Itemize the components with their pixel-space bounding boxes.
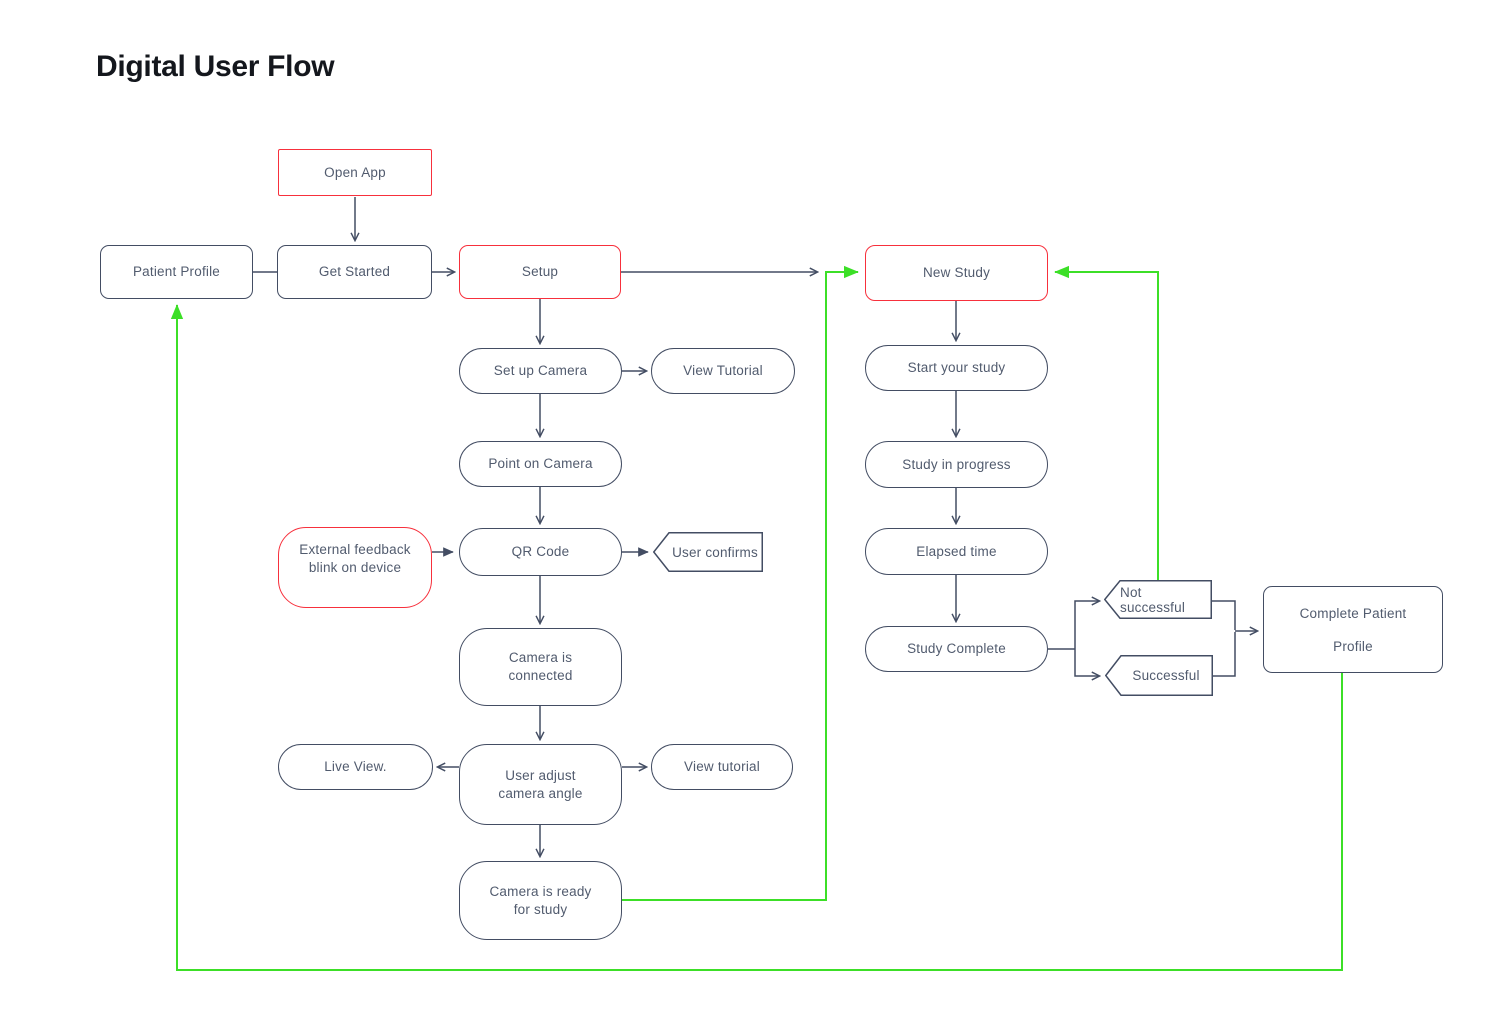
node-new-study: New Study xyxy=(865,245,1048,301)
node-point-on-camera: Point on Camera xyxy=(459,441,622,487)
page-title: Digital User Flow xyxy=(96,50,335,83)
node-user-confirms: User confirms xyxy=(653,532,763,572)
node-view-tutorial-top: View Tutorial xyxy=(651,348,795,394)
node-set-up-camera: Set up Camera xyxy=(459,348,622,394)
node-study-complete: Study Complete xyxy=(865,626,1048,672)
node-live-view: Live View. xyxy=(278,744,433,790)
node-study-progress: Study in progress xyxy=(865,441,1048,488)
node-label: Successful xyxy=(1132,668,1200,683)
pentagon-shape xyxy=(1105,655,1213,696)
node-start-study: Start your study xyxy=(865,345,1048,391)
node-camera-ready: Camera is ready for study xyxy=(459,861,622,940)
node-label: Not successful xyxy=(1120,584,1186,615)
node-camera-connected: Camera is connected xyxy=(459,628,622,706)
pentagon-shape xyxy=(1104,580,1212,619)
node-qr-code: QR Code xyxy=(459,528,622,576)
node-user-adjust: User adjust camera angle xyxy=(459,744,622,825)
edge-split-notsuccessful xyxy=(1074,601,1099,649)
pentagon-shape xyxy=(653,532,763,572)
node-view-tutorial-bottom: View tutorial xyxy=(651,744,793,790)
edge-notsuccessful-merge xyxy=(1212,600,1236,630)
edge-notsuccessful-newstudy-green xyxy=(1054,265,1159,580)
node-external-feedback: External feedback blink on device xyxy=(278,527,432,608)
edge-cameraready-newstudy-green xyxy=(622,265,859,901)
node-complete-profile: Complete Patient Profile xyxy=(1263,586,1443,673)
node-elapsed-time: Elapsed time xyxy=(865,528,1048,575)
node-successful: Successful xyxy=(1105,655,1213,696)
node-label: User confirms xyxy=(672,544,758,560)
node-not-successful: Not successful xyxy=(1104,580,1212,619)
node-setup: Setup xyxy=(459,245,621,299)
edge-split-successful xyxy=(1074,649,1099,676)
node-open-app: Open App xyxy=(278,149,432,196)
edge-completeprofile-patientprofile-green xyxy=(170,304,1343,971)
node-get-started: Get Started xyxy=(277,245,432,299)
node-patient-profile: Patient Profile xyxy=(100,245,253,299)
edge-successful-merge xyxy=(1213,632,1236,677)
